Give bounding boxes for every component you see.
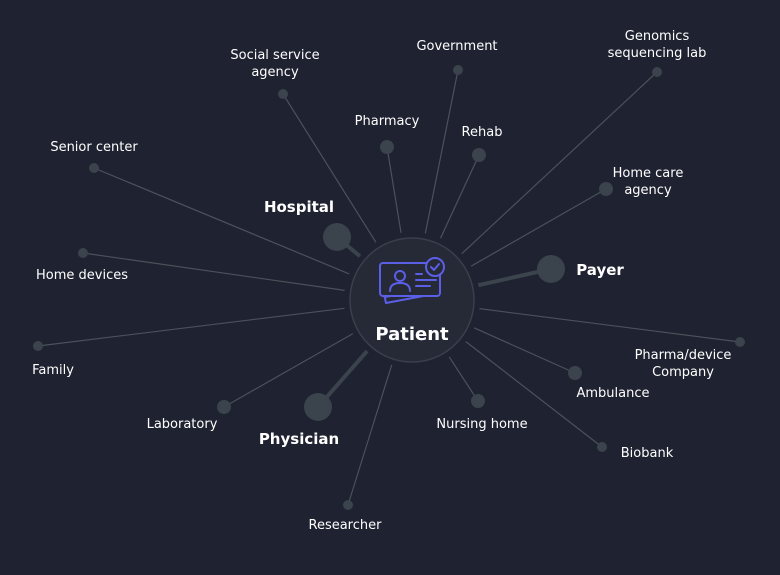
node-label: agency xyxy=(251,65,299,80)
node-laboratory[interactable]: Laboratory xyxy=(147,400,231,432)
node-label: Home devices xyxy=(36,268,128,283)
node-label: Payer xyxy=(576,261,624,279)
node-label: sequencing lab xyxy=(608,46,707,61)
node-senior-center[interactable]: Senior center xyxy=(50,140,138,173)
node-home-devices[interactable]: Home devices xyxy=(36,248,128,283)
node-dot xyxy=(568,366,582,380)
node-label: Pharmacy xyxy=(355,114,420,129)
node-dot xyxy=(323,223,351,251)
edge-pharma-device-company xyxy=(479,308,741,343)
node-label: Social service xyxy=(230,48,319,63)
node-dot xyxy=(453,65,463,75)
edge-government xyxy=(424,69,459,234)
node-label: Government xyxy=(416,39,497,54)
node-label: Hospital xyxy=(264,198,334,216)
node-dot xyxy=(278,89,288,99)
edge-home-devices xyxy=(82,252,345,291)
edge-family xyxy=(37,307,345,347)
node-ambulance[interactable]: Ambulance xyxy=(568,366,650,401)
node-label: Ambulance xyxy=(576,386,649,401)
node-family[interactable]: Family xyxy=(32,341,74,378)
edge-nursing-home xyxy=(448,356,479,402)
center-node[interactable]: Patient xyxy=(349,237,475,363)
node-social-service-agency[interactable]: Social service agency xyxy=(230,48,320,99)
node-pharmacy[interactable]: Pharmacy xyxy=(355,114,420,154)
node-dot xyxy=(599,182,613,196)
node-label: Biobank xyxy=(621,446,674,461)
node-dot xyxy=(33,341,43,351)
edges xyxy=(37,69,741,506)
node-dot xyxy=(304,393,332,421)
node-genomics-sequencing-lab[interactable]: Genomics sequencing lab xyxy=(608,29,707,77)
node-label: Physician xyxy=(259,430,339,448)
edge-home-care-agency xyxy=(470,188,607,267)
edge-senior-center xyxy=(93,167,350,275)
node-label: Home care xyxy=(613,166,684,181)
node-dot xyxy=(735,337,745,347)
edge-researcher xyxy=(347,364,393,506)
node-label: Family xyxy=(32,363,74,378)
node-rehab[interactable]: Rehab xyxy=(462,125,503,162)
node-nursing-home[interactable]: Nursing home xyxy=(436,394,528,432)
edge-social-service-agency xyxy=(282,93,377,243)
node-dot xyxy=(380,140,394,154)
node-physician[interactable]: Physician xyxy=(259,393,339,448)
node-label: Genomics xyxy=(625,29,690,44)
node-home-care-agency[interactable]: Home care agency xyxy=(599,166,683,198)
node-dot xyxy=(652,67,662,77)
center-label: Patient xyxy=(375,324,449,345)
node-label: Laboratory xyxy=(147,417,218,432)
nodes: Social service agency Government Genomics se… xyxy=(32,29,745,533)
node-hospital[interactable]: Hospital xyxy=(264,198,351,251)
node-label: Pharma/device xyxy=(635,348,732,363)
patient-id-card-icon xyxy=(379,257,445,304)
edge-ambulance xyxy=(473,327,576,374)
node-dot xyxy=(597,442,607,452)
edge-genomics-sequencing-lab xyxy=(461,71,658,255)
node-dot xyxy=(537,255,565,283)
node-label: Rehab xyxy=(462,125,503,140)
node-label: Researcher xyxy=(309,518,383,533)
node-dot xyxy=(472,148,486,162)
node-dot xyxy=(89,163,99,173)
node-dot xyxy=(78,248,88,258)
node-dot xyxy=(343,500,353,510)
node-payer[interactable]: Payer xyxy=(537,255,624,283)
edge-biobank xyxy=(465,341,603,448)
edge-laboratory xyxy=(223,333,354,408)
node-label: Company xyxy=(652,365,714,380)
node-label: agency xyxy=(624,183,672,198)
node-dot xyxy=(471,394,485,408)
edge-pharmacy xyxy=(386,146,402,233)
node-label: Senior center xyxy=(50,140,138,155)
node-government[interactable]: Government xyxy=(416,39,498,75)
node-label: Nursing home xyxy=(436,417,527,432)
node-dot xyxy=(217,400,231,414)
node-biobank[interactable]: Biobank xyxy=(597,442,674,461)
edge-rehab xyxy=(439,154,480,239)
node-researcher[interactable]: Researcher xyxy=(309,500,383,533)
